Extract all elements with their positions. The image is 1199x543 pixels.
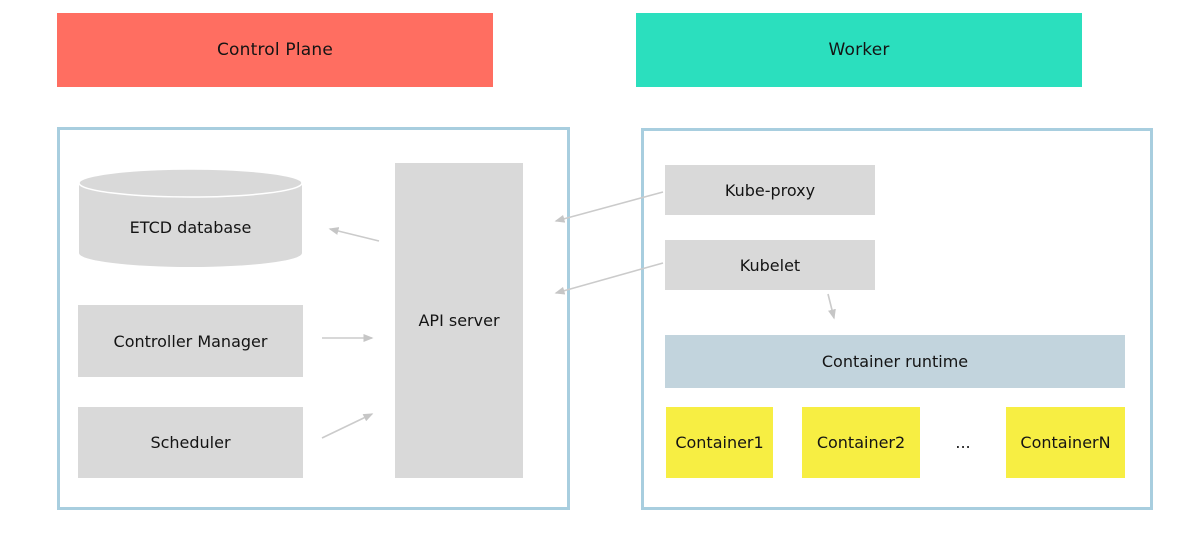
kubelet-node: Kubelet xyxy=(665,240,875,290)
controller-manager-node: Controller Manager xyxy=(78,305,303,377)
container-runtime-label: Container runtime xyxy=(821,352,969,371)
kube-proxy-node: Kube-proxy xyxy=(665,165,875,215)
container2-label: Container2 xyxy=(816,433,906,452)
container1-node: Container1 xyxy=(666,407,773,478)
controller-manager-label: Controller Manager xyxy=(113,331,268,351)
control-plane-header-label: Control Plane xyxy=(216,40,334,60)
database-cylinder-icon xyxy=(78,168,303,267)
kubelet-label: Kubelet xyxy=(739,255,801,275)
containers-ellipsis: ... xyxy=(955,433,971,452)
etcd-database-label: ETCD database xyxy=(129,217,252,237)
containerN-label: ContainerN xyxy=(1020,433,1111,452)
container1-label: Container1 xyxy=(675,433,764,452)
control-plane-header: Control Plane xyxy=(57,13,493,87)
scheduler-label: Scheduler xyxy=(150,433,231,452)
container-runtime-node: Container runtime xyxy=(665,335,1125,388)
containerN-node: ContainerN xyxy=(1006,407,1125,478)
container2-node: Container2 xyxy=(802,407,920,478)
etcd-database-node: ETCD database xyxy=(78,168,303,268)
scheduler-node: Scheduler xyxy=(78,407,303,478)
kube-proxy-label: Kube-proxy xyxy=(724,180,816,200)
api-server-node: API server xyxy=(395,163,523,478)
worker-header-label: Worker xyxy=(828,40,890,60)
worker-header: Worker xyxy=(636,13,1082,87)
api-server-label: API server xyxy=(418,311,500,330)
